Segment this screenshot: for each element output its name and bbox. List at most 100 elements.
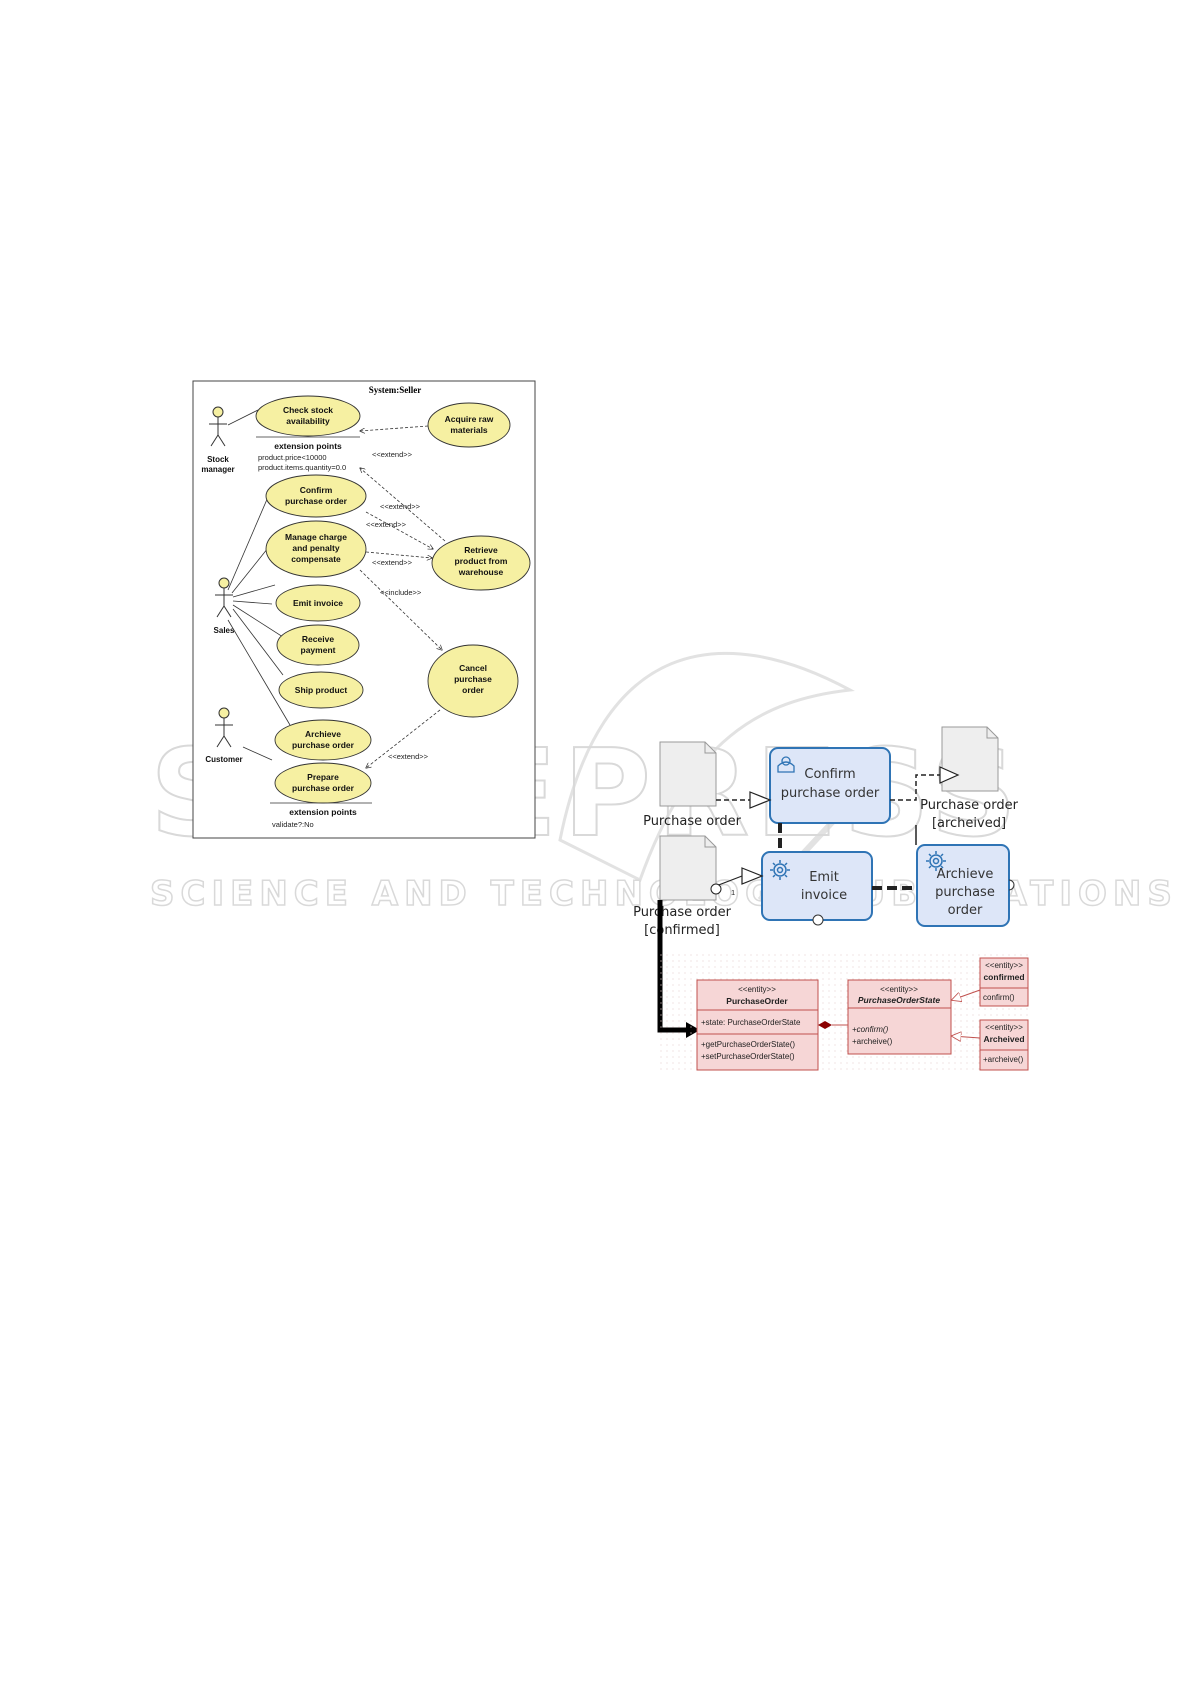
task-confirm-l1: Confirm: [804, 767, 855, 782]
actor-sales: [215, 577, 233, 618]
uc-retrieve-l1: Retrieve: [464, 545, 498, 555]
state-name: PurchaseOrderState: [858, 995, 940, 1005]
uc-retrieve-l2: product from: [455, 556, 508, 566]
uc-check-stock-l2: availability: [286, 416, 330, 426]
task-archieve-l2: purchase: [935, 885, 995, 900]
class-po-state: [847, 979, 952, 1055]
confirmed-op: confirm(): [983, 993, 1015, 1002]
class-confirmed: [979, 957, 1029, 1007]
task-emit: [761, 851, 873, 921]
uc-archieve-l1: Archieve: [305, 729, 341, 739]
rel-extend-5: <<extend>>: [388, 752, 429, 761]
uc-acquire-l2: materials: [450, 425, 488, 435]
rel-extend-4: <<extend>>: [372, 558, 413, 567]
rel-extend-1: <<extend>>: [372, 450, 413, 459]
ext-point-1: product.price<10000: [258, 453, 327, 462]
uc-confirm-l1: Confirm: [300, 485, 333, 495]
class-diagram: <<entity>> PurchaseOrder +state: Purchas…: [660, 950, 1030, 1071]
generalization-archeived: [952, 1036, 981, 1038]
uc-prepare-l2: purchase order: [292, 783, 355, 793]
uc-receive-payment: [276, 624, 360, 666]
po-name: PurchaseOrder: [726, 996, 788, 1006]
bpmn-flows: [710, 766, 960, 895]
actor-customer-label: Customer: [205, 755, 242, 764]
data-object-po-archeived: [941, 726, 999, 792]
uc-check-stock: [255, 395, 361, 437]
po-op-2: +setPurchaseOrderState(): [701, 1052, 795, 1061]
state-stereotype: <<entity>>: [880, 985, 918, 994]
data-object-confirmed-l1: Purchase order: [633, 905, 731, 920]
rel-extend-2: <<extend>>: [380, 502, 421, 511]
data-object-confirmed-l2: [confirmed]: [644, 923, 720, 938]
data-object-po-confirmed: [659, 835, 717, 901]
ext-point-2: product.items.quantity=0.0: [258, 463, 346, 472]
uc-acquire-raw: [427, 402, 511, 448]
task-confirm: [769, 747, 891, 824]
multiplicity-label: 1: [731, 888, 735, 897]
archeived-op: +archeive(): [983, 1055, 1024, 1064]
actor-customer: [215, 707, 233, 748]
po-stereotype: <<entity>>: [738, 985, 776, 994]
uc-cancel-l1: Cancel: [459, 663, 487, 673]
uc-emit-label: Emit invoice: [293, 598, 343, 608]
task-emit-l1: Emit: [809, 870, 839, 885]
uc-prepare-l1: Prepare: [307, 772, 339, 782]
uc-manage-charge: [265, 520, 367, 578]
archeived-name: Archeived: [983, 1034, 1024, 1044]
boundary-event-emit: [812, 914, 824, 926]
uc-retrieve-product: [431, 535, 531, 591]
system-title: System:Seller: [369, 385, 421, 395]
uc-confirm-po: [265, 474, 367, 518]
rel-extend-3: <<extend>>: [366, 520, 407, 529]
task-confirm-l2: purchase order: [781, 786, 880, 801]
gear-icon-archieve: [926, 851, 946, 871]
actor-stock-label-1: Stock: [207, 455, 229, 464]
data-object-archeived-l2: [archeived]: [932, 816, 1006, 831]
uc-cancel-l2: purchase: [454, 674, 492, 684]
data-object-archeived-l1: Purchase order: [920, 798, 1018, 813]
uc-retrieve-l3: warehouse: [458, 567, 504, 577]
dependency-arrows: [360, 425, 446, 768]
system-boundary: [192, 380, 536, 839]
uc-emit-invoice: [275, 584, 361, 622]
ext-points-header-2: extension points: [289, 807, 357, 817]
confirmed-stereotype: <<entity>>: [985, 961, 1023, 970]
uc-archieve-po: [274, 719, 372, 761]
uc-receive-l2: payment: [301, 645, 336, 655]
boundary-event-archieve: [1008, 879, 1015, 891]
ext-points-header-1: extension points: [274, 441, 342, 451]
user-icon: [777, 756, 795, 773]
class-purchase-order: [696, 979, 819, 1071]
generalization-confirmed: [952, 989, 981, 1000]
uc-manage-l2: and penalty: [292, 543, 340, 553]
uc-manage-l3: compensate: [291, 554, 341, 564]
data-object-po-label: Purchase order: [643, 814, 741, 829]
uc-ship-product: [278, 671, 364, 709]
po-op-1: +getPurchaseOrderState(): [701, 1040, 795, 1049]
actor-sales-label: Sales: [214, 626, 235, 635]
associations: [227, 409, 291, 761]
uc-cancel-po: [427, 644, 519, 718]
uc-cancel-l3: order: [462, 685, 484, 695]
use-case-diagram: System:Seller Stock manager Sales Custom…: [192, 380, 536, 839]
actor-stock-label-2: manager: [201, 465, 234, 474]
task-archieve-l3: order: [948, 903, 983, 918]
rel-include: <<include>>: [380, 588, 422, 597]
state-op-1: +confirm(): [852, 1025, 889, 1034]
po-attribute: +state: PurchaseOrderState: [701, 1018, 801, 1027]
class-archeived: [979, 1019, 1029, 1071]
use-case-ellipses: [255, 395, 531, 804]
task-emit-l2: invoice: [801, 888, 847, 903]
uc-ship-label: Ship product: [295, 685, 348, 695]
actor-stock-manager: [209, 406, 227, 447]
uc-archieve-l2: purchase order: [292, 740, 355, 750]
uc-manage-l1: Manage charge: [285, 532, 347, 542]
task-archieve-l1: Archieve: [937, 867, 994, 882]
uc-acquire-l1: Acquire raw: [445, 414, 494, 424]
composition-diamond: [818, 1021, 832, 1029]
gear-icon: [770, 860, 790, 880]
archeived-stereotype: <<entity>>: [985, 1023, 1023, 1032]
uc-receive-l1: Receive: [302, 634, 334, 644]
uc-confirm-l2: purchase order: [285, 496, 348, 506]
